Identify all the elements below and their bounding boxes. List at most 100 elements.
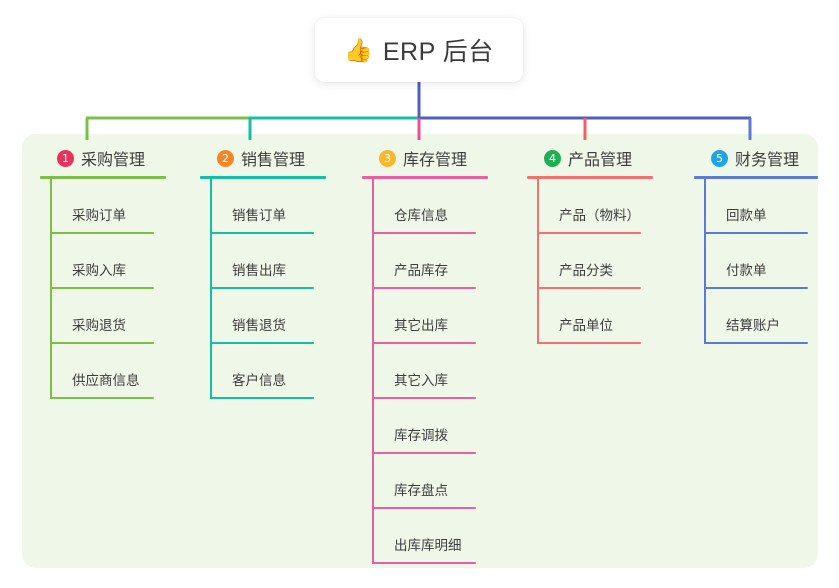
list-item-label: 客户信息 [232,372,286,388]
list-item[interactable]: 付款单 [704,234,818,289]
column-badge-5: 5 [711,149,728,167]
list-item[interactable]: 产品（物料） [537,179,653,234]
list-item-label: 结算账户 [726,317,780,333]
list-item-rule [537,287,641,289]
list-item[interactable]: 产品库存 [372,234,488,289]
column-title-3: 库存管理 [403,152,468,169]
list-item-rule [372,452,476,454]
list-item[interactable]: 回款单 [704,179,818,234]
column-spine-2 [210,179,212,399]
list-item-rule [704,232,808,234]
list-item[interactable]: 出库库明细 [372,509,488,564]
list-item-rule [372,232,476,234]
list-item[interactable]: 仓库信息 [372,179,488,234]
column-4: 4 产品管理产品（物料） 产品分类产品单位 [527,146,653,344]
list-item-label: 付款单 [726,262,767,278]
column-rule-1 [40,176,166,179]
list-item-rule [210,397,314,399]
column-items-4: 产品（物料） 产品分类产品单位 [537,179,653,344]
column-items-2: 销售订单销售出库销售退货客户信息 [210,179,326,399]
list-item-rule [50,232,154,234]
column-1: 1 采购管理采购订单采购入库采购退货供应商信息 [40,146,166,399]
column-title-4: 产品管理 [568,152,633,169]
list-item-rule [50,342,154,344]
list-item-label: 产品库存 [394,262,448,278]
list-item-rule [372,397,476,399]
column-header-5[interactable]: 5 财务管理 [694,146,818,170]
list-item-label: 仓库信息 [394,207,448,223]
list-item-label: 销售退货 [232,317,286,333]
list-item-rule [372,562,476,564]
list-item-rule [372,287,476,289]
list-item-rule [210,232,314,234]
list-item[interactable]: 其它出库 [372,289,488,344]
column-title-5: 财务管理 [735,152,800,169]
column-spine-1 [50,179,52,399]
list-item[interactable]: 库存盘点 [372,454,488,509]
list-item[interactable]: 采购入库 [50,234,166,289]
column-5: 5 财务管理回款单付款单结算账户 [694,146,818,344]
list-item-rule [704,342,808,344]
diagram-panel [22,134,818,568]
column-badge-1: 1 [57,149,74,167]
list-item-label: 销售订单 [232,207,286,223]
list-item[interactable]: 采购订单 [50,179,166,234]
thumbs-up-icon: 👍 [344,36,373,63]
column-rule-3 [362,176,488,179]
column-rule-5 [694,176,818,179]
column-badge-3: 3 [379,149,396,167]
column-rule-4 [527,176,653,179]
list-item-rule [537,232,641,234]
list-item[interactable]: 产品单位 [537,289,653,344]
list-item-label: 采购入库 [72,262,126,278]
list-item[interactable]: 其它入库 [372,344,488,399]
list-item[interactable]: 销售订单 [210,179,326,234]
list-item[interactable]: 销售出库 [210,234,326,289]
column-items-1: 采购订单采购入库采购退货供应商信息 [50,179,166,399]
list-item-rule [210,287,314,289]
list-item[interactable]: 产品分类 [537,234,653,289]
list-item-label: 其它入库 [394,372,448,388]
list-item-label: 回款单 [726,207,767,223]
list-item[interactable]: 结算账户 [704,289,818,344]
list-item-rule [50,397,154,399]
list-item[interactable]: 采购退货 [50,289,166,344]
list-item[interactable]: 销售退货 [210,289,326,344]
list-item-label: 销售出库 [232,262,286,278]
list-item-label: 出库库明细 [394,537,462,553]
column-badge-4: 4 [544,149,561,167]
list-item-rule [210,342,314,344]
list-item[interactable]: 客户信息 [210,344,326,399]
list-item-label: 采购订单 [72,207,126,223]
list-item-rule [372,507,476,509]
column-header-4[interactable]: 4 产品管理 [527,146,653,170]
list-item-label: 产品分类 [559,262,613,278]
column-items-5: 回款单付款单结算账户 [704,179,818,344]
root-title: ERP 后台 [382,38,494,66]
list-item[interactable]: 库存调拨 [372,399,488,454]
list-item-rule [704,287,808,289]
list-item-rule [372,342,476,344]
list-item[interactable]: 供应商信息 [50,344,166,399]
column-header-3[interactable]: 3 库存管理 [362,146,488,170]
list-item-label: 库存盘点 [394,482,448,498]
list-item-label: 供应商信息 [72,372,140,388]
list-item-label: 采购退货 [72,317,126,333]
root-node[interactable]: 👍 ERP 后台 [315,18,523,82]
column-header-2[interactable]: 2 销售管理 [200,146,326,170]
column-badge-2: 2 [217,149,234,167]
column-rule-2 [200,176,326,179]
column-title-2: 销售管理 [241,152,306,169]
list-item-label: 产品单位 [559,317,613,333]
list-item-label: 产品（物料） [559,207,640,223]
column-spine-3 [372,179,374,564]
column-spine-5 [704,179,706,344]
column-3: 3 库存管理仓库信息产品库存其它出库其它入库库存调拨库存盘点出库库明细 [362,146,488,564]
column-title-1: 采购管理 [81,152,146,169]
list-item-rule [50,287,154,289]
column-spine-4 [537,179,539,344]
column-header-1[interactable]: 1 采购管理 [40,146,166,170]
list-item-rule [537,342,641,344]
list-item-label: 其它出库 [394,317,448,333]
list-item-label: 库存调拨 [394,427,448,443]
